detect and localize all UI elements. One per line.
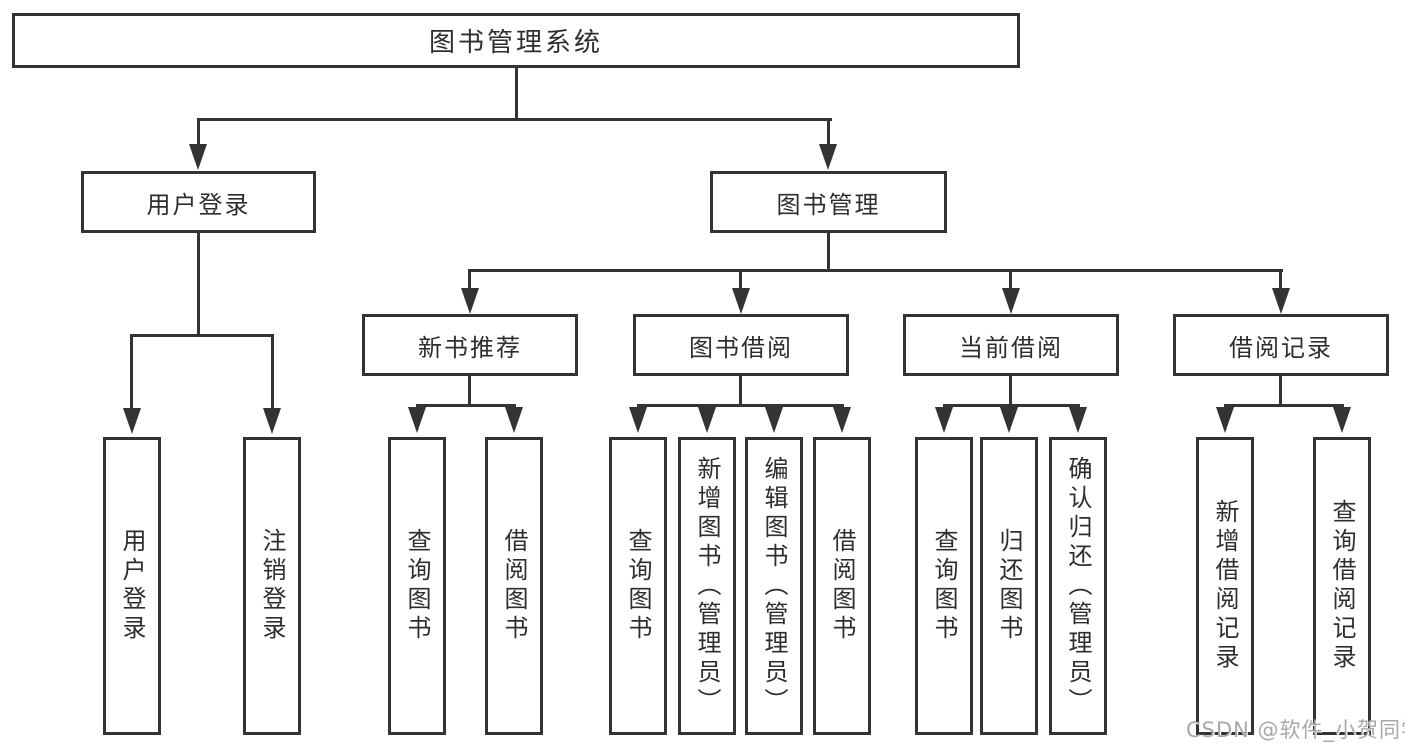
connector-shaft [197,118,200,148]
leaf-add-book-admin-label: 新增图书（管理员） [693,455,721,717]
leaf-query-books-borrowing-label: 查询图书 [624,528,652,644]
connector-stem [1009,373,1012,407]
arrowhead-down-icon [1069,407,1087,433]
leaf-add-borrow-record-label: 新增借阅记录 [1211,499,1239,673]
leaf-query-books-recommend-label: 查询图书 [403,528,431,644]
node-book-borrowing-label: 图书借阅 [689,333,793,362]
connector-bar [130,334,274,337]
connector-stem [468,373,471,407]
leaf-edit-book-admin: 编辑图书（管理员） [745,437,803,735]
leaf-borrow-books-recommend: 借阅图书 [485,437,543,735]
arrowhead-down-icon [1272,288,1290,314]
arrowhead-down-icon [1000,407,1018,433]
arrowhead-down-icon [935,407,953,433]
connector-stem [1279,373,1282,407]
node-book-management: 图书管理 [710,171,947,233]
connector-bar [468,269,1283,272]
arrowhead-down-icon [629,407,647,433]
node-root: 图书管理系统 [12,13,1020,68]
arrowhead-down-icon [698,407,716,433]
leaf-confirm-return-admin-label: 确认归还（管理员） [1064,455,1092,717]
arrowhead-down-icon [189,144,207,170]
leaf-borrow-books-recommend-label: 借阅图书 [500,528,528,644]
connector-bar [1224,404,1344,407]
arrowhead-down-icon [263,408,281,434]
connector-bar [943,404,1080,407]
connector-bar [416,404,516,407]
arrowhead-down-icon [1002,288,1020,314]
connector-shaft [1009,269,1012,292]
node-user-login: 用户登录 [81,171,316,233]
leaf-confirm-return-admin: 确认归还（管理员） [1049,437,1107,735]
arrowhead-down-icon [765,407,783,433]
connector-bar [637,404,844,407]
connector-bar [197,118,832,121]
node-borrowing-records-label: 借阅记录 [1229,333,1333,362]
node-user-login-label: 用户登录 [146,190,251,219]
leaf-return-book-label: 归还图书 [995,528,1023,644]
arrowhead-down-icon [1333,407,1351,433]
leaf-user-login-label: 用户登录 [118,528,146,644]
node-current-borrowing: 当前借阅 [903,314,1119,376]
node-borrowing-records: 借阅记录 [1173,314,1389,376]
connector-stem [197,233,200,337]
node-book-borrowing: 图书借阅 [633,314,849,376]
leaf-query-borrow-record: 查询借阅记录 [1313,437,1371,735]
leaf-logout: 注销登录 [243,437,301,735]
connector-shaft [827,118,830,148]
watermark: CSDN @软件_小贺同学 [1186,718,1405,742]
leaf-query-books-recommend: 查询图书 [388,437,446,735]
arrowhead-down-icon [1216,407,1234,433]
leaf-borrow-books-borrowing-label: 借阅图书 [828,528,856,644]
arrowhead-down-icon [505,407,523,433]
node-root-label: 图书管理系统 [428,28,603,58]
node-current-borrowing-label: 当前借阅 [959,333,1063,362]
connector-stem [739,373,742,407]
node-new-book-recommend: 新书推荐 [362,314,578,376]
connector-stem [515,66,518,121]
connector-shaft [271,334,274,410]
leaf-query-books-borrowing: 查询图书 [609,437,667,735]
connector-shaft [1279,269,1282,292]
leaf-query-books-current: 查询图书 [915,437,973,735]
node-new-book-recommend-label: 新书推荐 [418,333,522,362]
connector-shaft [739,269,742,292]
arrowhead-down-icon [408,407,426,433]
leaf-add-borrow-record: 新增借阅记录 [1196,437,1254,735]
leaf-user-login: 用户登录 [103,437,161,735]
arrowhead-down-icon [732,288,750,314]
node-book-management-label: 图书管理 [776,190,881,219]
leaf-add-book-admin: 新增图书（管理员） [678,437,736,735]
leaf-edit-book-admin-label: 编辑图书（管理员） [760,455,788,717]
connector-shaft [468,269,471,292]
leaf-return-book: 归还图书 [980,437,1038,735]
leaf-borrow-books-borrowing: 借阅图书 [813,437,871,735]
arrowhead-down-icon [123,408,141,434]
leaf-query-borrow-record-label: 查询借阅记录 [1328,499,1356,673]
connector-stem [827,233,830,272]
arrowhead-down-icon [461,288,479,314]
connector-shaft [130,334,133,410]
arrowhead-down-icon [833,407,851,433]
arrowhead-down-icon [819,144,837,170]
leaf-query-books-current-label: 查询图书 [930,528,958,644]
leaf-logout-label: 注销登录 [258,528,286,644]
